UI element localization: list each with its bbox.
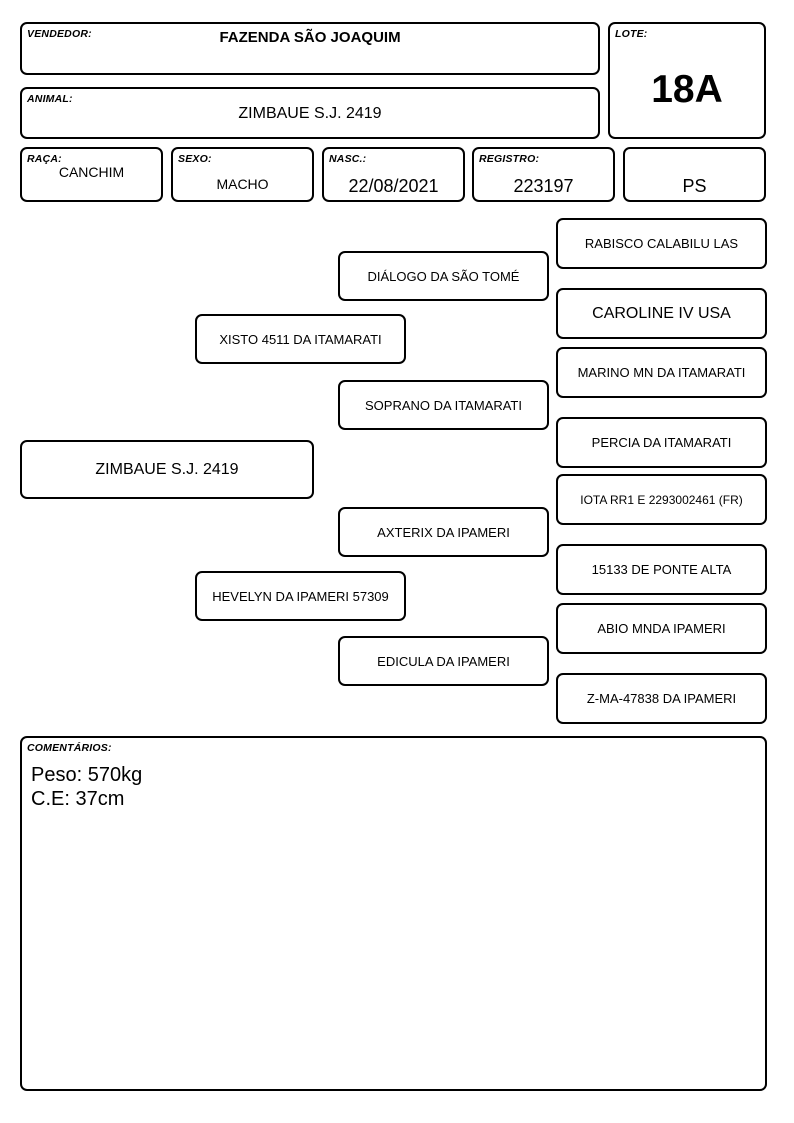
comment-line-ce: C.E: 37cm [31,788,125,810]
sexo-value: MACHO [216,176,269,192]
vendedor-label: VENDEDOR: [27,28,92,40]
comments-label: COMENTÁRIOS: [27,742,112,754]
raca-value: CANCHIM [58,164,125,180]
comments-text: Peso: 570kg C.E: 37cm [31,763,142,811]
pedigree-dam-dam: EDICULA DA IPAMERI [338,636,549,686]
animal-value: ZIMBAUE S.J. 2419 [238,105,382,122]
nasc-value: 22/08/2021 [348,176,439,196]
animal-box: ANIMAL: ZIMBAUE S.J. 2419 [20,87,600,139]
animal-label: ANIMAL: [27,93,73,105]
nasc-box: NASC.: 22/08/2021 [322,147,465,202]
categoria-value: PS [682,176,707,196]
pedigree-gg-5: IOTA RR1 E 2293002461 (FR) [556,474,767,525]
lote-label: LOTE: [615,28,648,40]
pedigree-dam: HEVELYN DA IPAMERI 57309 [195,571,406,621]
pedigree-sire-dam: SOPRANO DA ITAMARATI [338,380,549,430]
sexo-label: SEXO: [178,153,212,165]
pedigree-animal: ZIMBAUE S.J. 2419 [20,440,314,499]
registro-box: REGISTRO: 223197 [472,147,615,202]
categoria-box: PS [623,147,766,202]
vendedor-box: VENDEDOR: FAZENDA SÃO JOAQUIM [20,22,600,75]
pedigree-gg-4: PERCIA DA ITAMARATI [556,417,767,468]
vendedor-value: FAZENDA SÃO JOAQUIM [219,29,401,46]
lote-value: 18A [651,68,723,111]
pedigree-gg-6: 15133 DE PONTE ALTA [556,544,767,595]
registro-value: 223197 [513,176,574,196]
pedigree-gg-8: Z-MA-47838 DA IPAMERI [556,673,767,724]
nasc-label: NASC.: [329,153,367,165]
pedigree-gg-2: CAROLINE IV USA [556,288,767,339]
pedigree-dam-sire: AXTERIX DA IPAMERI [338,507,549,557]
comments-box: COMENTÁRIOS: Peso: 570kg C.E: 37cm [20,736,767,1091]
pedigree-gg-1: RABISCO CALABILU LAS [556,218,767,269]
comment-line-weight: Peso: 570kg [31,764,143,786]
lote-box: LOTE: 18A [608,22,766,139]
registro-label: REGISTRO: [479,153,540,165]
sexo-box: SEXO: MACHO [171,147,314,202]
pedigree-gg-3: MARINO MN DA ITAMARATI [556,347,767,398]
pedigree-sire: XISTO 4511 DA ITAMARATI [195,314,406,364]
raca-box: RAÇA: CANCHIM [20,147,163,202]
pedigree-sire-sire: DIÁLOGO DA SÃO TOMÉ [338,251,549,301]
raca-label: RAÇA: [27,153,62,165]
pedigree-gg-7: ABIO MNDA IPAMERI [556,603,767,654]
